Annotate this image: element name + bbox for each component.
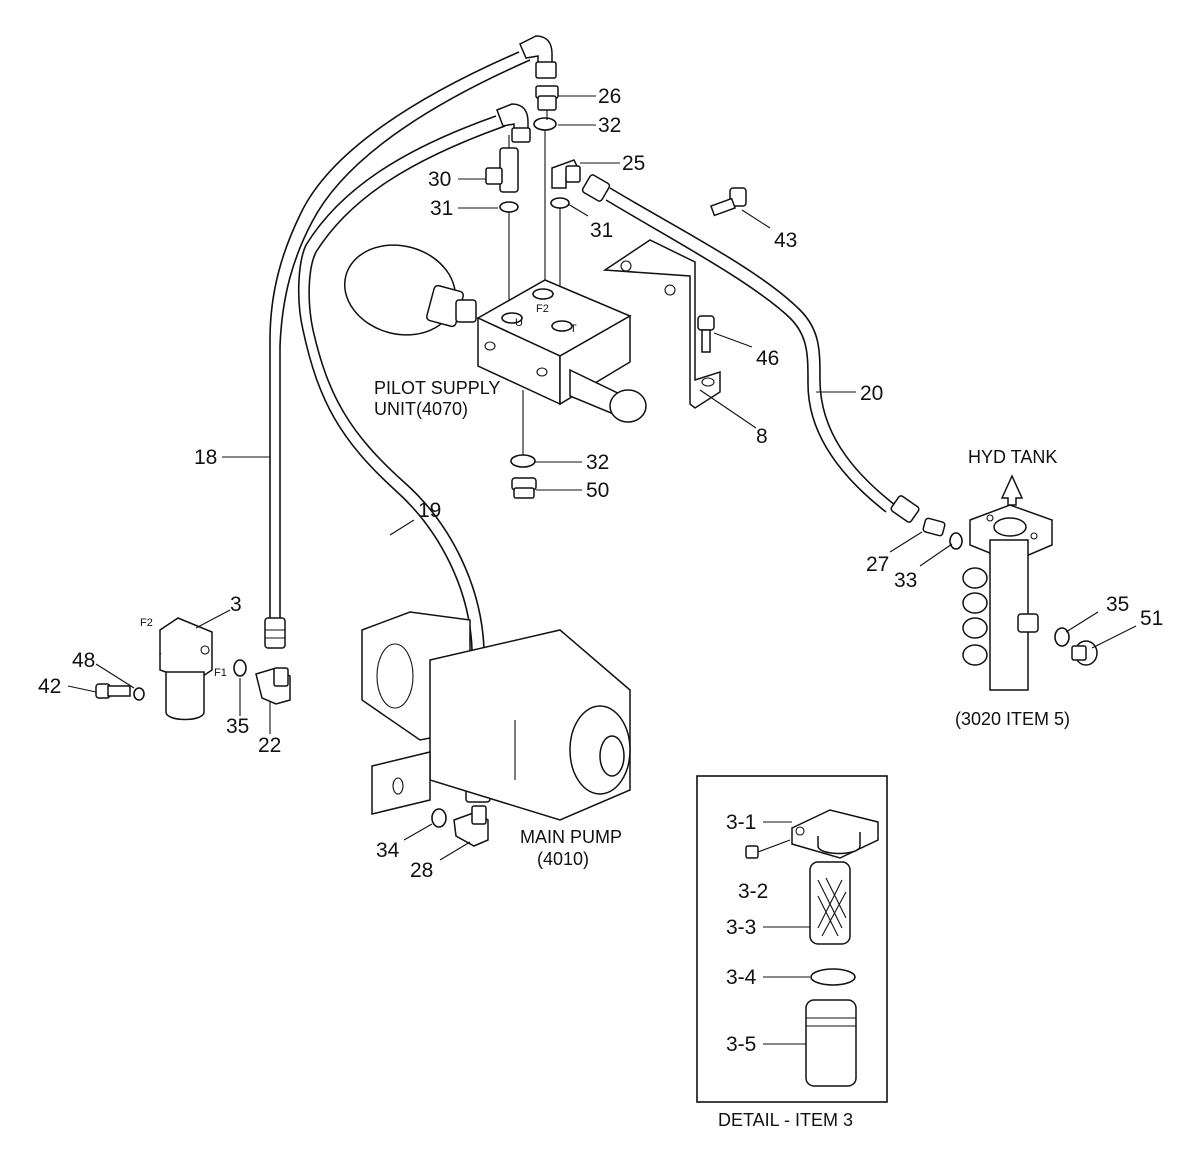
tank-ref-label: (3020 ITEM 5): [955, 709, 1071, 729]
callout-20: 20: [860, 382, 884, 405]
o-ring-32-top: [533, 117, 557, 131]
callout-31-right: 31: [590, 219, 614, 242]
port-f2-filter: F2: [140, 617, 153, 629]
callout-22: 22: [258, 734, 282, 757]
callout-35-tank: 35: [1106, 593, 1130, 616]
detail-title: DETAIL - ITEM 3: [718, 1110, 854, 1130]
o-ring-31-right: [550, 197, 570, 209]
callout-42: 42: [38, 675, 62, 698]
callout-32-top: 32: [598, 114, 622, 137]
main-pump: [361, 611, 631, 821]
hyd-tank-port: [962, 474, 1053, 691]
callout-26: 26: [598, 85, 622, 108]
filter-assembly-3: [159, 617, 213, 721]
port-f2-block: F2: [536, 303, 549, 315]
tee-fitting-30: [485, 135, 519, 193]
detail-callout-3-5: 3-5: [726, 1033, 757, 1056]
port-u: U: [515, 317, 523, 329]
callout-19: 19: [418, 499, 442, 522]
detail-callout-3-2: 3-2: [738, 880, 769, 903]
bolt-46: [697, 315, 715, 353]
washer-48: [133, 687, 145, 701]
elbow-fitting-28: [453, 805, 489, 847]
leader-lines: [67, 95, 1137, 861]
callout-35-filter: 35: [226, 715, 250, 738]
callout-8: 8: [756, 425, 768, 448]
callout-18: 18: [194, 446, 218, 469]
o-ring-35-filter: [233, 659, 247, 677]
callout-33: 33: [894, 569, 918, 592]
callout-50: 50: [586, 479, 610, 502]
mounting-bracket-8: [602, 239, 721, 409]
plug-50: [511, 477, 537, 499]
fitting-26: [535, 85, 559, 120]
hyd-tank-label: HYD TANK: [968, 447, 1058, 467]
detail-callout-3-1: 3-1: [726, 811, 757, 834]
callout-3: 3: [230, 593, 242, 616]
callout-30: 30: [428, 168, 452, 191]
elbow-fitting-25: [551, 159, 582, 189]
elbow-fitting-22: [255, 667, 291, 705]
callout-28: 28: [410, 859, 434, 882]
pilot-supply-label: PILOT SUPPLY: [374, 378, 501, 398]
pilot-supply-unit-label: UNIT(4070): [374, 399, 469, 419]
callout-46: 46: [756, 347, 780, 370]
o-ring-32-bottom: [510, 454, 536, 468]
port-f1-filter: F1: [214, 667, 227, 679]
callout-43: 43: [774, 229, 798, 252]
pilot-supply-block: [476, 279, 647, 455]
callout-48: 48: [72, 649, 96, 672]
callout-27: 27: [866, 553, 890, 576]
o-ring-31-left: [499, 201, 519, 213]
detail-callout-3-3: 3-3: [726, 916, 757, 939]
callout-34: 34: [376, 839, 400, 862]
o-ring-35-tank: [1054, 627, 1070, 647]
plug-51: [1071, 640, 1098, 666]
callout-25: 25: [622, 152, 646, 175]
o-ring-34: [431, 808, 447, 828]
detail-callout-3-4: 3-4: [726, 966, 757, 989]
hose-20: [581, 174, 920, 523]
hose-18: [264, 51, 531, 649]
callout-32-bottom: 32: [586, 451, 610, 474]
port-t: T: [570, 323, 577, 335]
callout-31-left: 31: [430, 197, 454, 220]
main-pump-label: MAIN PUMP: [520, 827, 623, 847]
fitting-27: [922, 517, 946, 537]
hose-elbow-fittings: [496, 35, 557, 143]
bolt-42: [95, 683, 131, 699]
detail-box: [696, 775, 888, 1103]
main-pump-unit-label: (4010): [537, 849, 590, 869]
callout-51: 51: [1140, 607, 1164, 630]
bolt-43: [709, 187, 747, 217]
accumulator: [343, 244, 477, 336]
o-ring-33: [949, 532, 963, 550]
